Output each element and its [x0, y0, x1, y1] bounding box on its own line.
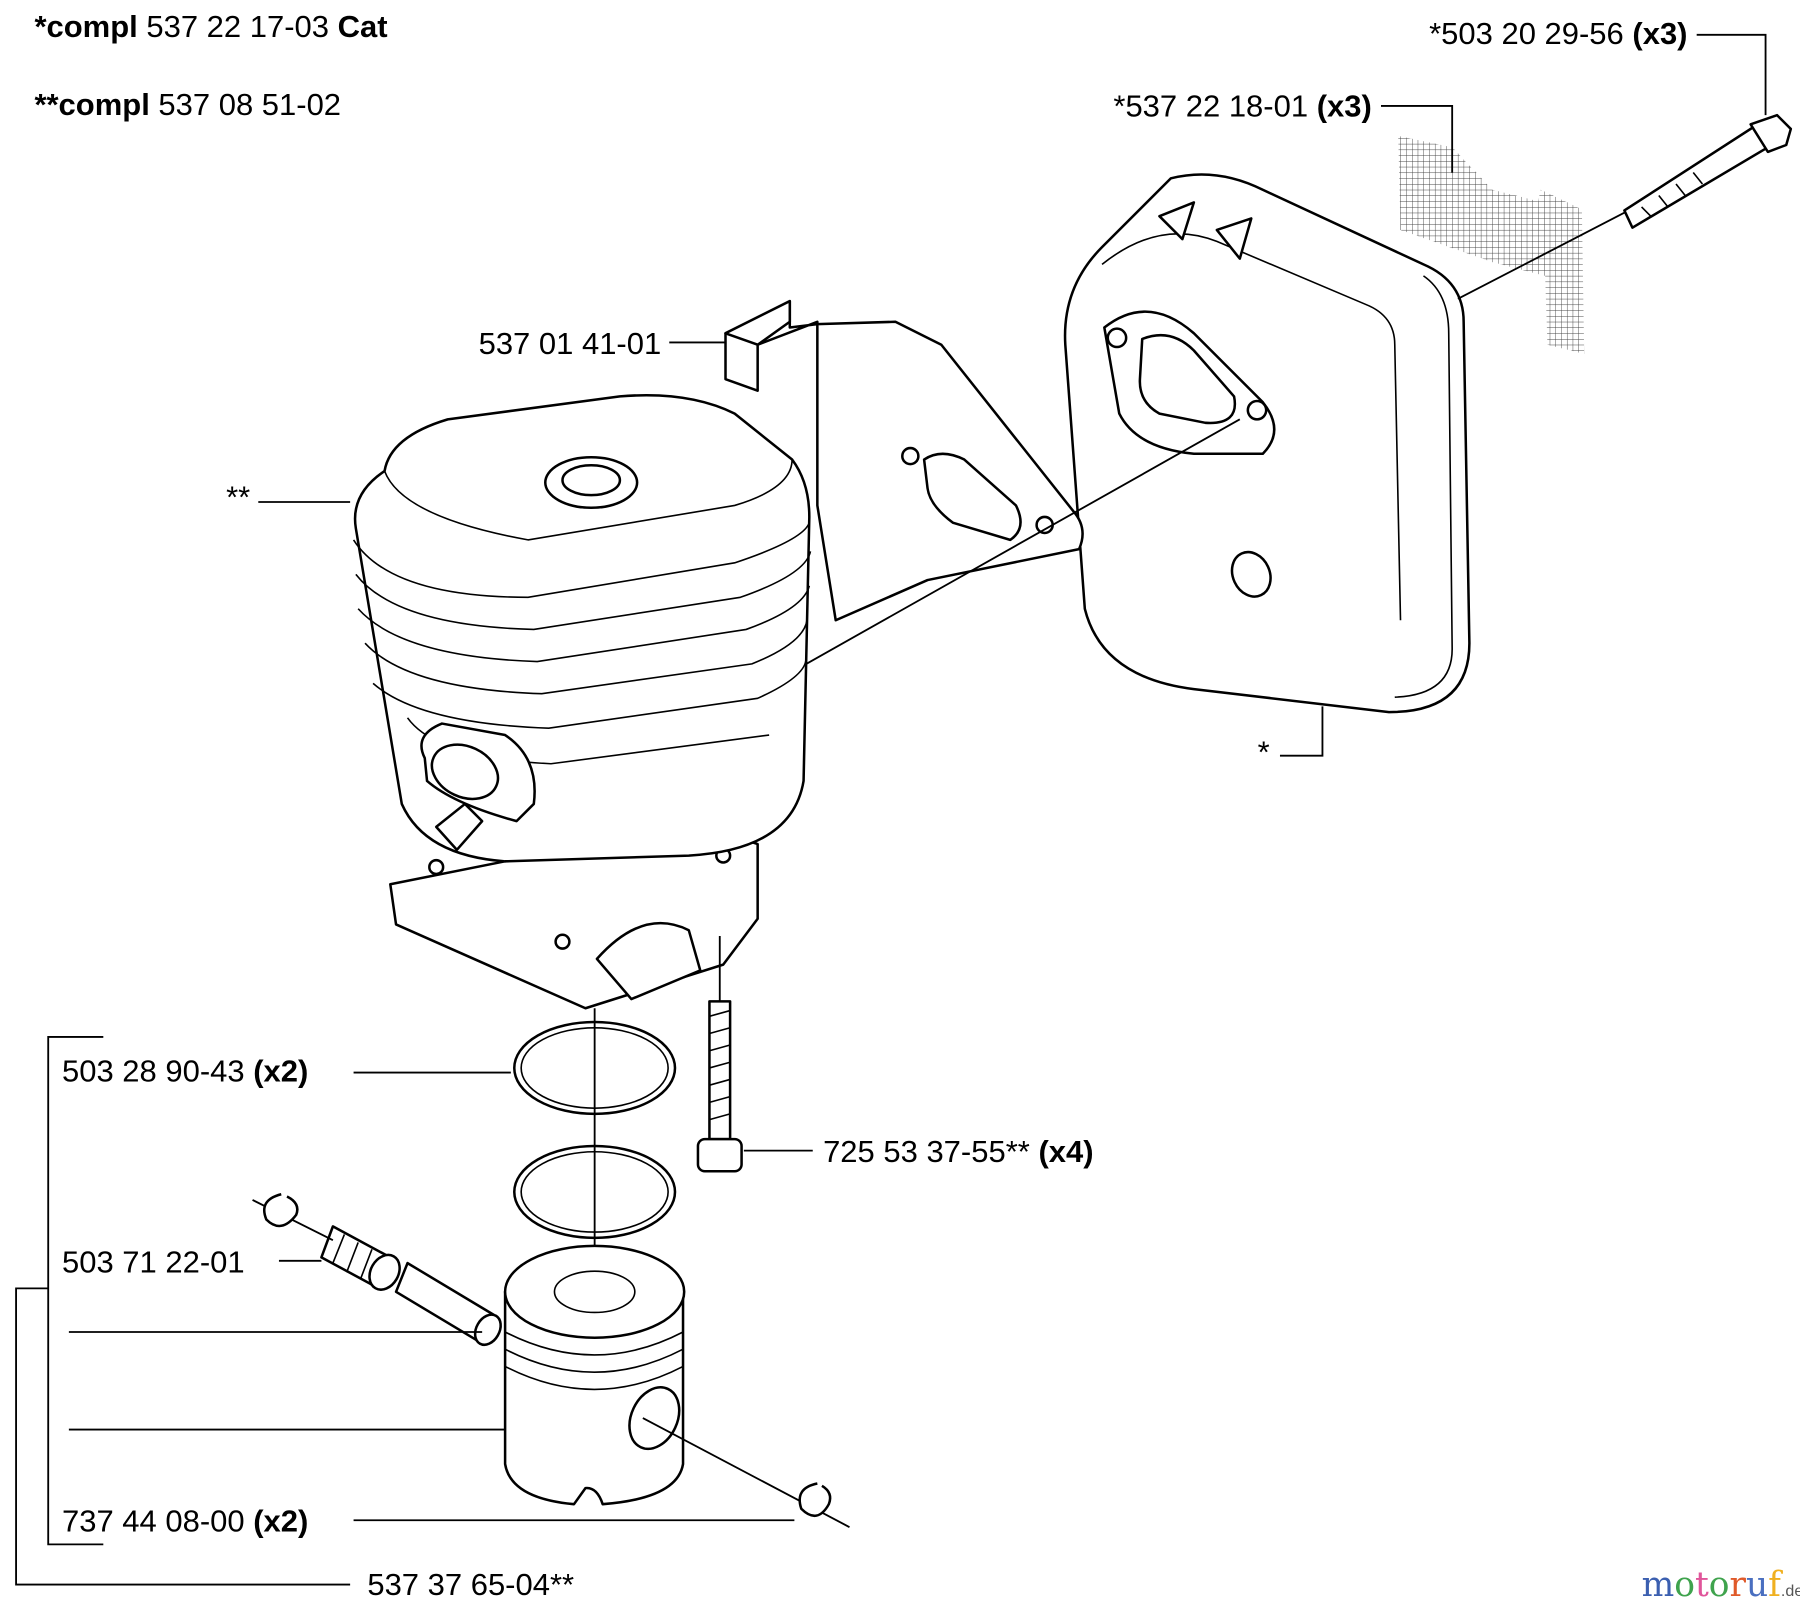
circlip-left-part	[262, 1193, 299, 1228]
callout-circlip: 737 44 08-00 (x2)	[62, 1504, 308, 1539]
leader-lines	[15, 33, 1767, 1586]
piston-part	[503, 1244, 686, 1506]
cylinder-bolt-part	[696, 935, 743, 1173]
callout-piston-rings: 503 28 90-43 (x2)	[62, 1054, 308, 1089]
motoruf-logo: motoruf.de	[1642, 1565, 1800, 1605]
header-1-number: 537 22 17-03	[146, 9, 329, 44]
callout-cylinder: **	[226, 480, 250, 515]
callout-cylinder-bolt: 725 53 37-55** (x4)	[823, 1134, 1093, 1169]
header-2-prefix: **compl	[34, 87, 149, 122]
callout-needle-bearing: 503 71 22-01	[62, 1244, 245, 1279]
cylinder-part	[352, 393, 812, 1010]
callout-muffler: *	[1258, 735, 1270, 770]
header-line-2: **compl 537 08 51-02	[34, 87, 341, 122]
callout-spark-screen: *537 22 18-01 (x3)	[1113, 88, 1371, 123]
callout-piston-kit: 537 37 65-04**	[367, 1567, 574, 1602]
exhaust-axis-line	[791, 211, 1625, 673]
callout-muffler-bolt: *503 20 29-56 (x3)	[1429, 16, 1687, 51]
muffler-part	[1063, 173, 1471, 714]
header-line-1: *compl 537 22 17-03 Cat	[34, 9, 387, 44]
wrist-pin-part	[394, 1261, 502, 1347]
svg-text:motoruf.de: motoruf.de	[1642, 1565, 1800, 1605]
header-1-prefix: *compl	[34, 9, 137, 44]
circlip-right-part	[798, 1482, 832, 1517]
spark-screen-part	[1398, 135, 1585, 354]
header-2-number: 537 08 51-02	[158, 87, 341, 122]
header-1-suffix: Cat	[338, 9, 388, 44]
muffler-bolt-part	[1623, 113, 1793, 229]
needle-bearing-part	[320, 1225, 401, 1291]
muffler-gasket-part	[724, 299, 1084, 622]
callout-gasket: 537 01 41-01	[479, 326, 662, 361]
